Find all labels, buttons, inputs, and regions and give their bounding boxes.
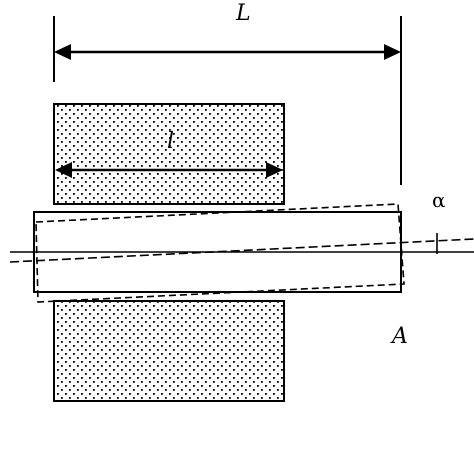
inner-length-left-arrow — [55, 162, 72, 178]
inner-length-label: l — [167, 129, 174, 154]
outer-length-label: L — [235, 1, 251, 26]
outer-length-right-arrow — [384, 44, 401, 60]
angle-label: α — [432, 188, 446, 212]
lower-block — [53, 300, 285, 402]
point-label: A — [390, 324, 408, 349]
tilted-axis — [9, 238, 474, 263]
outer-length-left-arrow — [54, 44, 71, 60]
upper-block — [53, 103, 285, 205]
shaft-tilted — [35, 203, 405, 303]
inner-length-right-arrow — [266, 162, 283, 178]
